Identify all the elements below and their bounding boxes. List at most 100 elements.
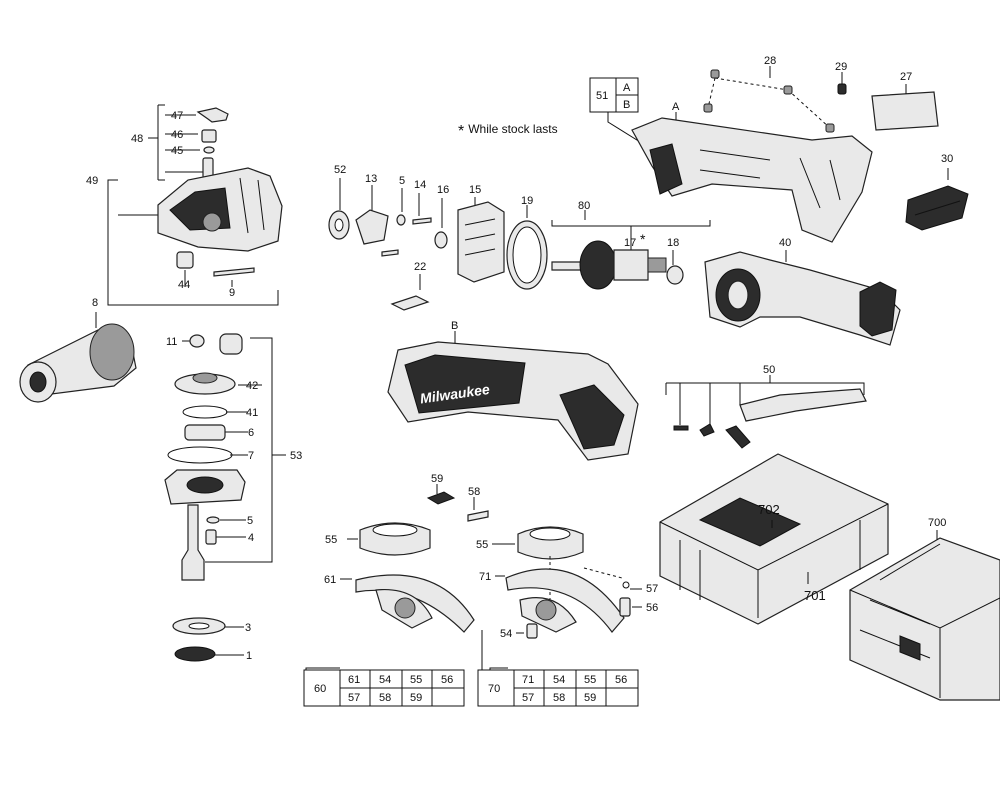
paddle-switch-part	[739, 388, 867, 422]
lock-button-part	[196, 107, 229, 123]
callout-49: 49	[86, 175, 98, 187]
fan-part	[579, 240, 617, 290]
kit-70-cell: 58	[553, 692, 565, 704]
callout-48: 48	[131, 133, 143, 145]
callout-80: 80	[578, 200, 590, 212]
spindle-stack	[164, 333, 286, 662]
callout-19: 19	[521, 195, 533, 207]
kit-60-cell: 54	[379, 674, 391, 686]
callout-17: 17	[624, 237, 636, 249]
callout-54: 54	[500, 628, 512, 640]
pin-4-part	[205, 529, 217, 545]
spring-part	[201, 129, 217, 143]
callout-29: 29	[835, 61, 847, 73]
callout-6: 6	[248, 427, 254, 439]
carry-case-701	[659, 453, 889, 625]
baffle-15-part	[457, 201, 505, 283]
callout-46: 46	[171, 129, 183, 141]
callout-4: 4	[248, 532, 254, 544]
kit-table-70	[477, 669, 639, 707]
callout-28: 28	[764, 55, 776, 67]
callout-53: 53	[290, 450, 302, 462]
bracket-49	[107, 179, 279, 306]
o-ring-7-part	[167, 446, 233, 464]
case-701-part	[659, 453, 889, 625]
callout-51-b: B	[623, 99, 630, 111]
callout-14: 14	[414, 179, 426, 191]
callout-45: 45	[171, 145, 183, 157]
bearing-6-part	[184, 424, 226, 441]
callout-701: 701	[804, 588, 826, 603]
field-40-part	[704, 251, 901, 346]
bracket-53	[205, 337, 273, 563]
callout-22: 22	[414, 261, 426, 273]
asterisk-symbol: *	[458, 123, 465, 140]
spring-56-part	[619, 597, 631, 617]
center-parts	[328, 178, 711, 311]
motor-housing-a-part	[631, 117, 873, 243]
part-22	[390, 295, 430, 311]
callout-16: 16	[437, 184, 449, 196]
callout-47: 47	[171, 110, 183, 122]
kit-70-cell: 56	[615, 674, 627, 686]
callout-27: 27	[900, 71, 912, 83]
callout-42: 42	[246, 380, 258, 392]
kit-60-id: 60	[314, 683, 326, 695]
spindle-part	[181, 504, 205, 581]
callout-55-left: 55	[325, 534, 337, 546]
retaining-ring-41-part	[182, 405, 228, 419]
callout-housing-a: A	[672, 101, 680, 113]
housing-group	[589, 66, 969, 346]
kit-table-60	[303, 669, 465, 707]
bracket-80	[551, 220, 711, 227]
callout-30: 30	[941, 153, 953, 165]
callout-18: 18	[667, 237, 679, 249]
callout-13: 13	[365, 173, 377, 185]
kit-70-cell: 57	[522, 692, 534, 704]
callout-702: 702	[758, 502, 780, 517]
nut-11-part	[189, 334, 205, 348]
kit-60-cell: 58	[379, 692, 391, 704]
side-handle	[19, 312, 137, 403]
callout-55-right: 55	[476, 539, 488, 551]
kit-70-cell: 71	[522, 674, 534, 686]
callout-59: 59	[431, 473, 443, 485]
callout-44: 44	[178, 279, 190, 291]
callout-58: 58	[468, 486, 480, 498]
callout-71: 71	[479, 571, 491, 583]
guards-group	[305, 484, 642, 680]
armature-17-part	[613, 249, 649, 281]
screw-28-part	[710, 69, 720, 79]
callout-52: 52	[334, 164, 346, 176]
clamp-59-part	[426, 491, 456, 505]
plate-13-part	[355, 209, 389, 245]
kit-60-cell: 57	[348, 692, 360, 704]
nut-1-part	[174, 646, 216, 662]
callout-1: 1	[246, 650, 252, 662]
guard-71-part	[505, 568, 625, 633]
callout-3: 3	[245, 622, 251, 634]
gear-head-group	[107, 104, 283, 306]
while-stock-lasts-note: *While stock lasts	[458, 122, 558, 141]
label-27-part	[871, 91, 939, 131]
screw-54-part	[526, 623, 538, 639]
callout-40: 40	[779, 237, 791, 249]
key-5-part	[206, 516, 220, 524]
callout-17-asterisk: *	[640, 231, 646, 247]
callout-5-top: 5	[399, 175, 405, 187]
kit-70-cell: 55	[584, 674, 596, 686]
switch-group	[665, 375, 867, 449]
callout-15: 15	[469, 184, 481, 196]
callout-11: 11	[166, 336, 177, 348]
callout-41: 41	[246, 407, 258, 419]
ball-57-part	[622, 581, 630, 589]
callout-labels: 47 48 46 45 49 44 9 8 11 42 41 6 7 53 5 …	[86, 55, 953, 704]
callout-50: 50	[763, 364, 775, 376]
bracket-48	[157, 104, 165, 181]
washer-part	[203, 146, 215, 154]
kit-60-cell: 55	[410, 674, 422, 686]
callout-61: 61	[324, 574, 336, 586]
bracket-50	[665, 382, 865, 425]
callout-5-spindle: 5	[247, 515, 253, 527]
